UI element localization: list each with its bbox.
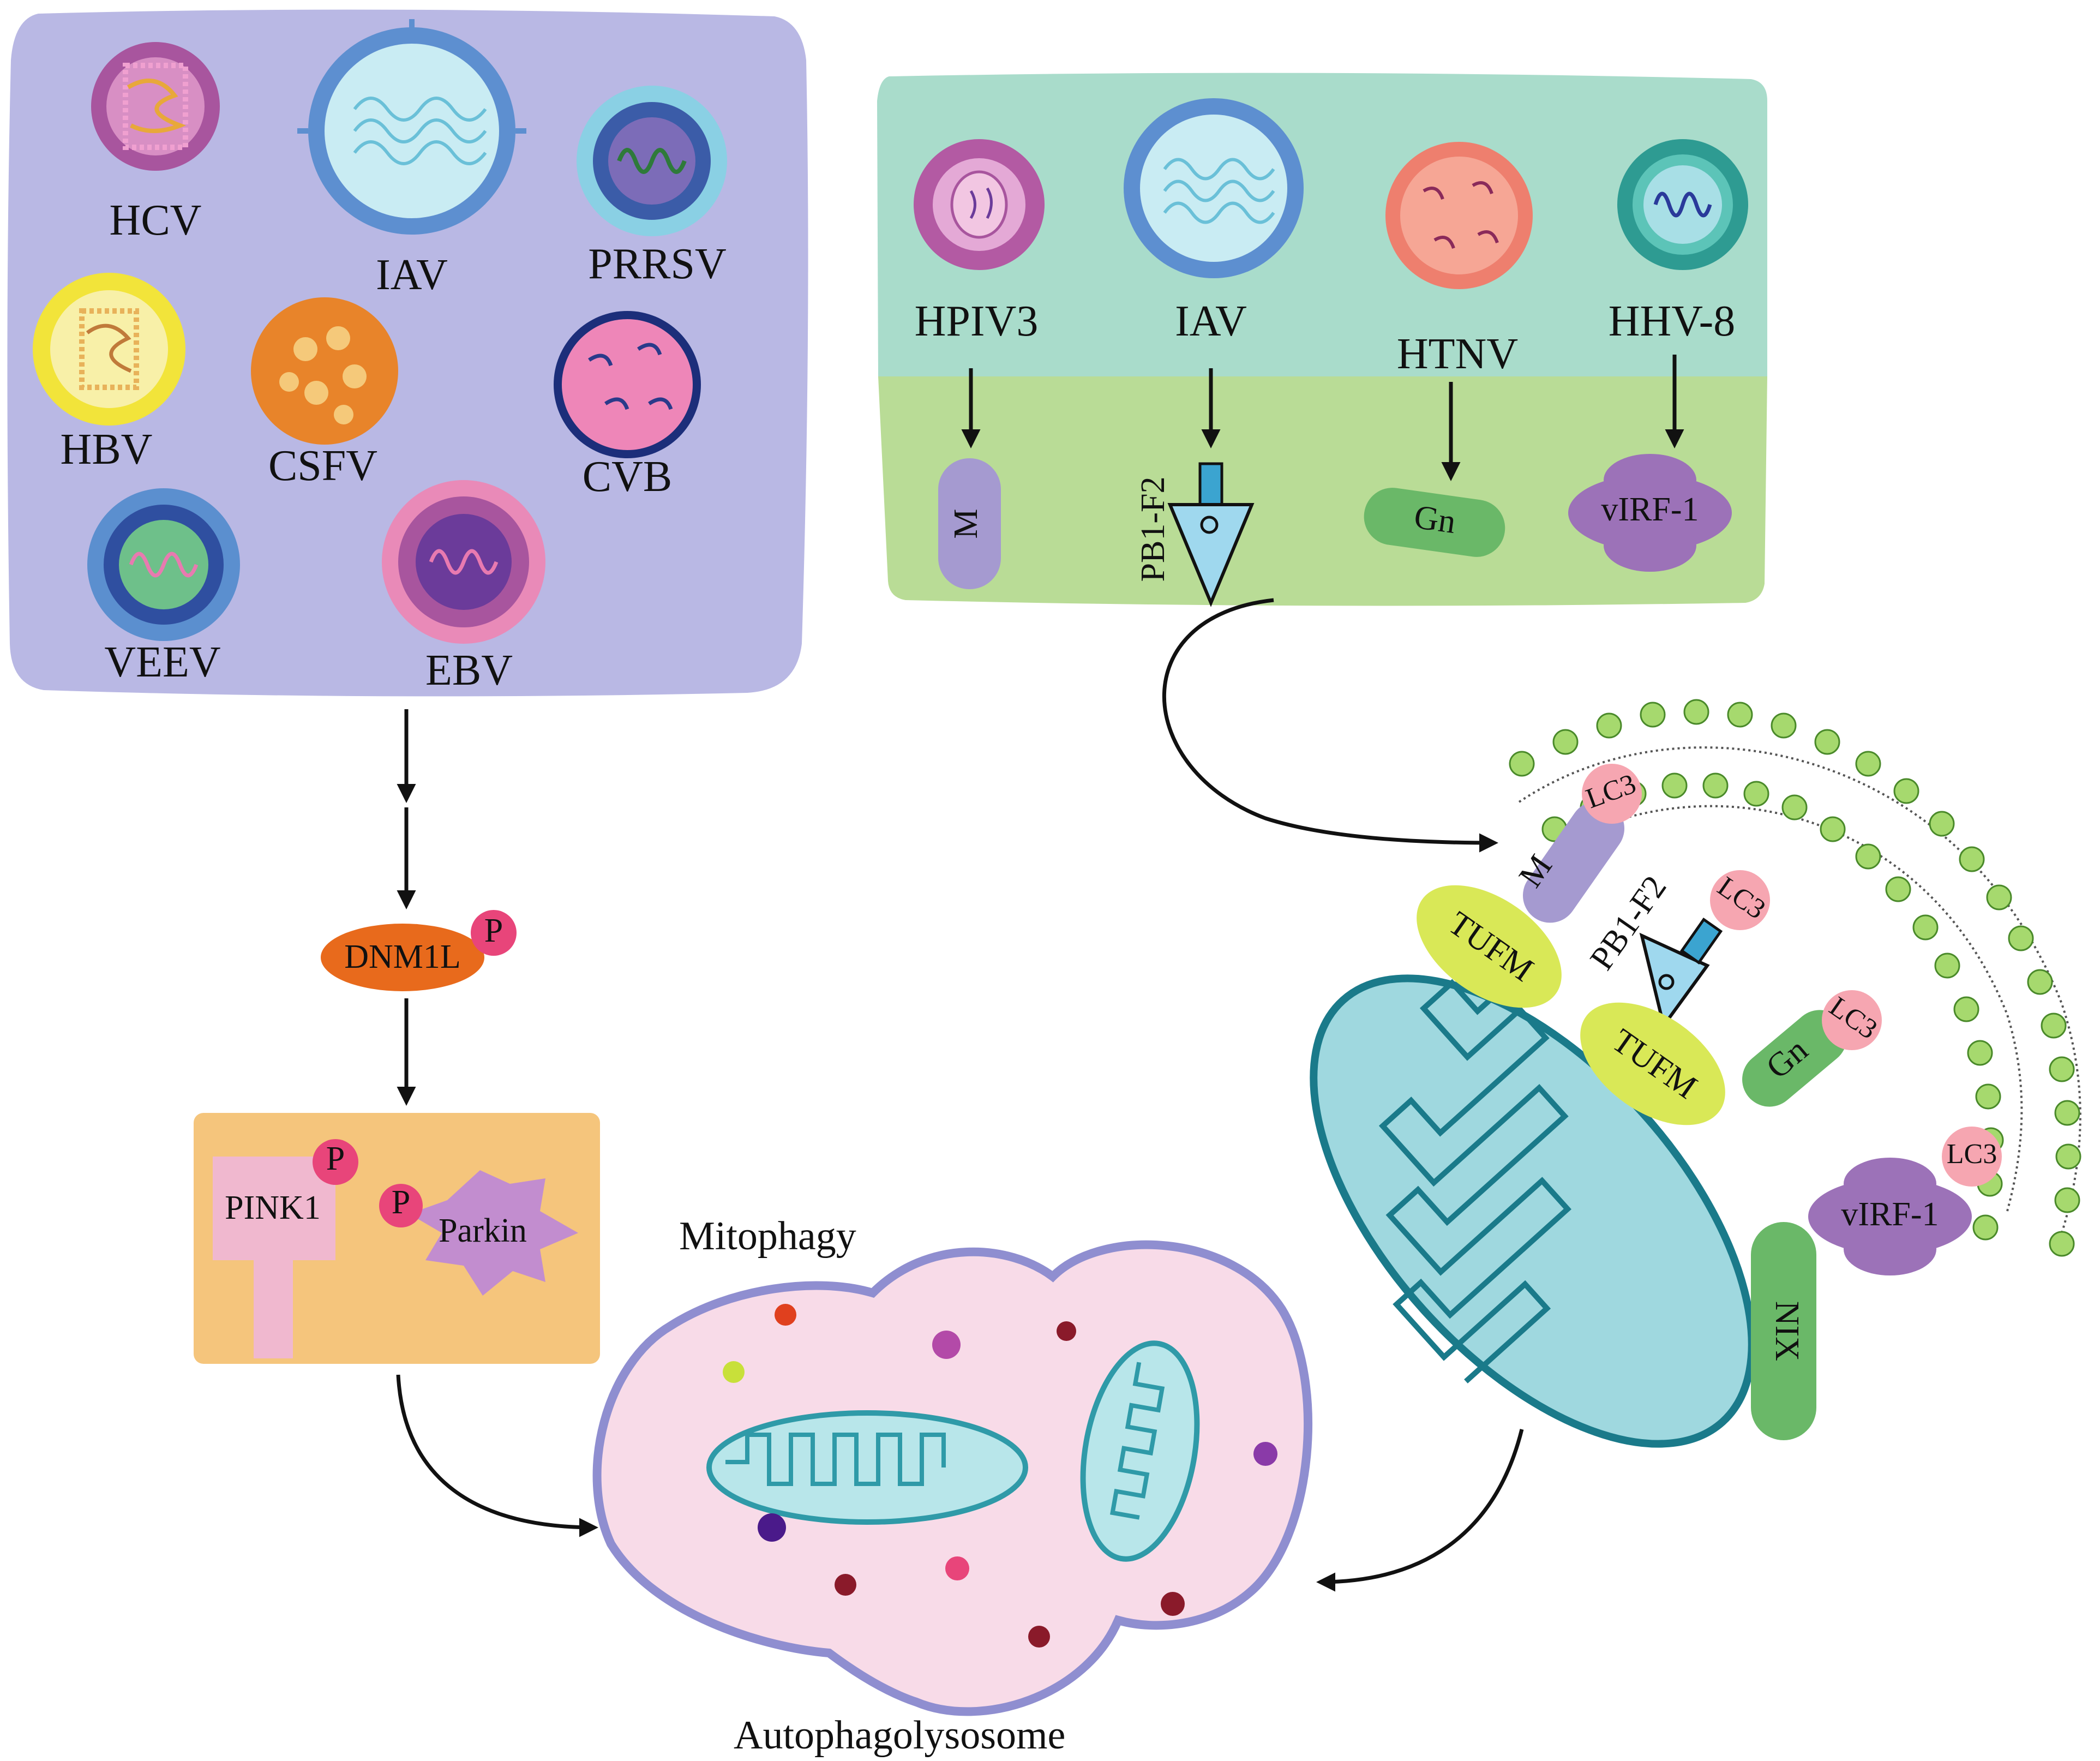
hcv-label: HCV [110,196,202,244]
ebv-label: EBV [425,646,513,694]
htnv-virus-icon [1385,142,1533,289]
right-panel-top-background [877,73,1767,377]
hbv-label: HBV [61,426,153,474]
right-panel-bottom-background [878,376,1767,606]
dnm1l-protein [321,924,484,991]
left-virus-panel: HCV IAV PRRSV HBV [7,9,808,697]
phagophore-membrane [1509,699,2081,1257]
arrow-to-autophagolysosome-left [396,1374,598,1537]
left-pathway: DNM1L P PINK1 P Parkin P [194,709,600,1364]
iav-virus-icon-right [1124,98,1304,278]
hhv8-virus-icon [1617,139,1748,270]
dnm1l-phospho-label: P [484,912,503,949]
pb1f2-protein: PB1-F2 [1135,462,1255,607]
virf1-label: vIRF-1 [1601,491,1699,528]
pink1-phospho-label: P [326,1140,345,1177]
lipid-head-row-outer [1509,699,2081,1257]
m-protein: M [938,458,1001,589]
iav-label-left: IAV [376,251,448,299]
nix-virf1-complex: NIX vIRF-1 LC3 [1751,1127,2002,1440]
pb1f2-label: PB1-F2 [1135,477,1172,582]
pink1-label: PINK1 [225,1189,321,1226]
tufm-2 [1580,1002,1725,1125]
gn-label: Gn [1412,498,1458,541]
m-protein-label: M [947,508,985,538]
gn-protein: Gn [1364,488,1505,557]
engulfed-mitochondrion-1 [706,1410,1028,1525]
parkin-phospho [379,1184,423,1227]
prrsv-virus-icon [577,86,727,236]
iav-virus-icon [297,19,526,235]
right-virus-panel: HPIV3 IAV HTNV HHV-8 [877,73,1767,607]
iav-label-right: IAV [1175,297,1247,345]
arrow-to-autophagolysosome-right [1316,1429,1524,1592]
engulfed-mitochondrion-2 [1080,1340,1200,1562]
parkin-protein [409,1170,578,1296]
mitophagy-label: Mitophagy [679,1214,856,1259]
htnv-label: HTNV [1397,330,1518,378]
hhv8-label: HHV-8 [1609,297,1736,345]
lc3-4-label: LC3 [1947,1139,1997,1170]
arrow-panel-to-complex [1162,598,1498,853]
hcv-virus-icon [91,42,220,171]
cvb-label: CVB [583,453,673,501]
csfv-label: CSFV [268,442,377,490]
hpiv3-label: HPIV3 [915,297,1039,345]
pink1-phospho [313,1139,358,1185]
nix-label: NIX [1768,1301,1805,1361]
hbv-virus-icon [33,273,185,426]
hpiv3-virus-icon [914,139,1045,270]
tufm-m-lc3-complex: TUFM M LC3 [1417,764,1642,1008]
tufm-1 [1417,885,1562,1008]
dnm1l-phospho [471,910,517,956]
virf1-complex-label: vIRF-1 [1841,1196,1939,1233]
csfv-virus-icon [251,297,398,445]
dnm1l-label: DNM1L [344,938,461,975]
autophagolysosome [592,1240,1312,1716]
veev-virus-icon [87,488,240,641]
prrsv-label: PRRSV [588,240,726,288]
virf1-protein: vIRF-1 [1568,454,1732,572]
parkin-phospho-label: P [392,1184,410,1221]
veev-label: VEEV [104,638,220,686]
autophagolysosome-label: Autophagolysosome [734,1713,1065,1758]
ebv-virus-icon [382,480,545,644]
parkin-label: Parkin [439,1212,527,1249]
cvb-virus-icon [554,311,701,458]
